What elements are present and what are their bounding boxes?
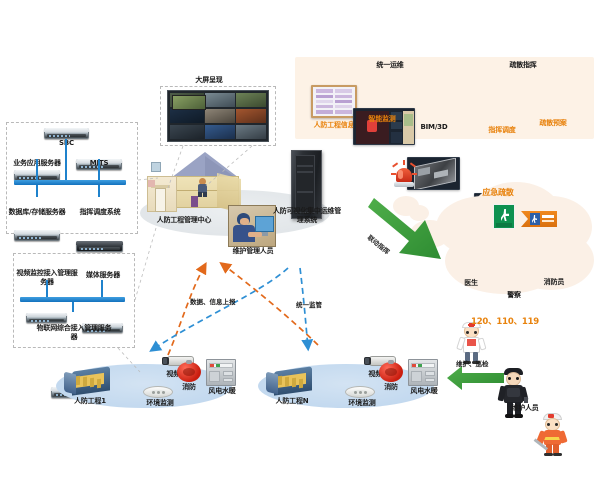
panel-label-evacuation-plan: 疏散预案 [539, 119, 567, 127]
panel-label-civil-defense-project-info: 人防工程信息 [313, 121, 355, 129]
fire-alarm-bell-icon-1 [175, 360, 203, 384]
fire-alarm-bell-icon-n [377, 360, 405, 384]
responder-label-doctor: 医生 [464, 279, 478, 287]
screen-bim-3d[interactable] [407, 157, 460, 190]
server-label-iot-access-management: 物联网综合接入管理服务器 [36, 324, 112, 341]
responder-police [497, 368, 529, 418]
siren-icon [391, 160, 417, 190]
site-n-building[interactable] [266, 366, 318, 397]
cloud-puff-5 [508, 230, 594, 290]
panel-group-title-unified-operations: 统一运维 [376, 61, 404, 69]
emergency-title: 应急疏散 [482, 188, 514, 197]
site-1-label: 人防工程1 [74, 397, 106, 405]
server-database-storage[interactable] [14, 230, 60, 241]
evacuation-direction-sign [521, 211, 557, 227]
net-link-app [36, 159, 38, 180]
server-label-media: 媒体服务器 [86, 271, 120, 279]
screen-civil-defense-project-info[interactable] [311, 85, 357, 118]
responder-doctor [456, 322, 487, 364]
datacenter-bottom-group [13, 253, 135, 348]
management-center-label: 人防工程管理中心 [156, 216, 212, 224]
responder-firefighter [533, 413, 568, 457]
site-1-device-label-hvac: 风电水暖 [208, 387, 236, 395]
site-1-device-label-fire: 消防 [182, 383, 196, 391]
net-link-db [36, 185, 38, 197]
screen-intelligent-monitoring[interactable] [353, 108, 415, 145]
arrow-label-maintenance-inspection: 维护、巡检 [456, 360, 489, 368]
video-wall-frame [160, 86, 276, 146]
smoke-detector-icon-1 [143, 383, 173, 399]
net-link-sbc [65, 139, 67, 180]
net-link-mits [98, 159, 100, 180]
emergency-exit-sign [493, 204, 515, 229]
arrow-label-data-report: 数据、信息上报 [190, 298, 236, 306]
panel-label-command-dispatch: 指挥调度 [488, 126, 516, 134]
cloud-puff-6 [410, 220, 450, 248]
server-media[interactable] [82, 323, 123, 333]
server-label-database-storage: 数据库/存储服务器 [8, 208, 66, 216]
video-wall-title: 大屏呈现 [195, 76, 223, 84]
site-n-device-label-hvac: 风电水暖 [410, 387, 438, 395]
network-bus-top [14, 180, 126, 185]
server-label-command-dispatch-system: 指挥调度系统 [79, 208, 121, 216]
server-sbc[interactable] [44, 128, 89, 139]
server-command-dispatch-system[interactable] [76, 241, 123, 252]
smoke-detector-icon-n [345, 383, 375, 399]
control-cabinet-icon-1 [206, 359, 236, 386]
dashboard-panel: 统一运维 疏散指挥 人防工程信息 智能监测 [295, 57, 594, 252]
responder-label-police: 警察 [507, 291, 521, 299]
video-wall-screen[interactable] [167, 90, 269, 142]
central-server-cabinet[interactable] [291, 150, 322, 219]
central-system-label: 人防可视化集中运维管理系统 [273, 207, 341, 224]
site-n-device-label-fire: 消防 [384, 383, 398, 391]
net-link-video [46, 280, 48, 297]
cloud-trail-2 [409, 205, 429, 221]
site-1-building[interactable] [64, 366, 116, 397]
arrow-label-linkage-command: 联动指挥 [365, 233, 391, 257]
net-link-iot [72, 302, 74, 312]
panel-group-title-evacuation-command: 疏散指挥 [509, 61, 537, 69]
server-video-access-management[interactable] [26, 313, 67, 323]
maintenance-worker-label: 维护人员 [511, 404, 539, 412]
ops-staff-photo[interactable] [228, 205, 276, 247]
arrow-label-unified-supervision: 统一监管 [296, 301, 322, 309]
site-n-label: 人防工程N [275, 397, 309, 405]
network-bus-bottom [20, 297, 125, 302]
panel-label-bim-3d: BIM/3D [420, 123, 448, 131]
datacenter-top-group [6, 122, 138, 234]
site-1-device-label-env: 环境监测 [146, 399, 174, 407]
net-link-media [101, 280, 103, 297]
responder-label-firefighter: 消防员 [543, 278, 565, 286]
site-n-device-label-env: 环境监测 [348, 399, 376, 407]
net-link-dispatch [98, 185, 100, 197]
control-cabinet-icon-n [408, 359, 438, 386]
panel-label-intelligent-monitoring: 智能监测 [368, 115, 396, 123]
emergency-hotlines: 120、110、119 [470, 317, 540, 327]
ops-staff-label: 维护管理人员 [232, 247, 274, 255]
